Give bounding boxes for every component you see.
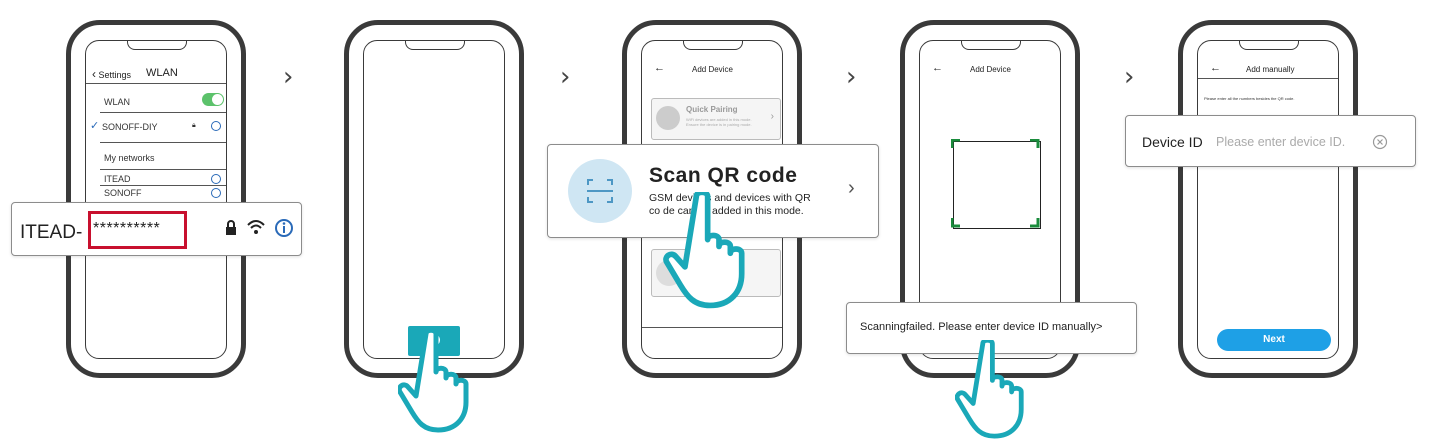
network-item-itead[interactable]: ITEAD: [104, 174, 131, 184]
phone-screen-5: ← Add manually Please enter all the numb…: [1197, 40, 1339, 359]
add-manually-title: Add manually: [1246, 65, 1295, 74]
toggle-knob: [212, 94, 223, 105]
info-icon[interactable]: [211, 188, 221, 198]
device-id-callout: Device ID Please enter device ID.: [1125, 115, 1416, 167]
divider: [1198, 78, 1338, 79]
add-device-title: Add Device: [970, 65, 1011, 74]
network-callout: ITEAD- **********: [11, 202, 302, 256]
next-button[interactable]: Next: [1217, 329, 1331, 351]
scan-qr-desc-line-1: GSM devices and devices with QR: [649, 192, 811, 204]
scan-qr-callout[interactable]: Scan QR code GSM devices and devices wit…: [547, 144, 879, 238]
hand-pointer-icon: [398, 330, 469, 433]
back-arrow-icon[interactable]: ←: [654, 62, 665, 74]
divider: [100, 169, 226, 170]
info-icon[interactable]: [211, 174, 221, 184]
divider: [642, 327, 782, 328]
quick-pairing-desc: WiFi devices are added in this mode. Ens…: [686, 117, 752, 127]
device-id-input[interactable]: Please enter device ID.: [1216, 135, 1346, 149]
scan-qr-desc-line-2: co de can be added in this mode.: [649, 205, 804, 217]
wifi-device-icon: [656, 106, 680, 130]
step-arrow-1: ›: [283, 62, 294, 92]
checkmark-icon: ✓: [90, 120, 100, 132]
qr-scan-icon: [568, 159, 632, 223]
callout-password: **********: [93, 220, 161, 237]
back-label: Settings: [98, 70, 132, 80]
phone-notch: [961, 41, 1021, 50]
back-arrow-icon[interactable]: ←: [1210, 62, 1221, 74]
step-arrow-2: ›: [560, 62, 571, 92]
quick-pairing-label: Quick Pairing: [686, 105, 738, 114]
phone-notch: [405, 41, 465, 50]
wlan-label: WLAN: [104, 97, 131, 107]
hand-pointer-icon: [663, 192, 745, 309]
divider: [86, 83, 226, 84]
info-icon[interactable]: [211, 121, 221, 131]
quick-pairing-card[interactable]: Quick Pairing WiFi devices are added in …: [651, 98, 781, 140]
chevron-right-icon: ›: [770, 111, 774, 122]
next-label: Next: [1263, 334, 1285, 345]
phone-screen-1: ‹ Settings WLAN WLAN ✓ SONOFF-DIY 🔒︎ My …: [85, 40, 227, 359]
wifi-icon: [247, 220, 265, 234]
scan-frame: [951, 139, 1041, 229]
my-networks-label: My networks: [104, 153, 155, 163]
scan-failed-message: Scanningfailed. Please enter device ID m…: [860, 321, 1103, 333]
divider: [100, 185, 226, 186]
chevron-right-icon: ›: [848, 177, 855, 199]
back-arrow-icon[interactable]: ←: [932, 62, 943, 74]
step-arrow-4: ›: [1124, 62, 1135, 92]
hand-pointer-icon: [955, 340, 1024, 439]
phone-notch: [1239, 41, 1299, 50]
divider: [100, 112, 226, 113]
phone-screen-2: [363, 40, 505, 359]
wlan-title: WLAN: [146, 67, 178, 79]
add-manually-hint: Please enter all the numbers besides the…: [1204, 96, 1295, 101]
settings-back-link[interactable]: ‹ Settings: [92, 67, 132, 81]
network-status-icons: 🔒︎: [192, 122, 196, 130]
add-device-title: Add Device: [692, 65, 733, 74]
lock-icon: [226, 220, 236, 235]
network-item-sonoff[interactable]: SONOFF: [104, 188, 142, 198]
phone-notch: [683, 41, 743, 50]
step-arrow-3: ›: [846, 62, 857, 92]
phone-step-1: ‹ Settings WLAN WLAN ✓ SONOFF-DIY 🔒︎ My …: [66, 20, 246, 378]
password-highlight: **********: [88, 211, 187, 249]
device-id-label: Device ID: [1142, 134, 1203, 150]
lock-icon: 🔒︎: [192, 122, 196, 129]
divider: [100, 142, 226, 143]
clear-icon[interactable]: [1372, 134, 1388, 150]
connected-network[interactable]: SONOFF-DIY: [102, 122, 158, 132]
phone-notch: [127, 41, 187, 50]
callout-network-name: ITEAD-: [20, 222, 83, 243]
wlan-toggle[interactable]: [202, 93, 224, 106]
scan-qr-title: Scan QR code: [649, 164, 798, 187]
phone-step-2: [344, 20, 524, 378]
info-icon[interactable]: [274, 218, 294, 238]
phone-step-5: ← Add manually Please enter all the numb…: [1178, 20, 1358, 378]
